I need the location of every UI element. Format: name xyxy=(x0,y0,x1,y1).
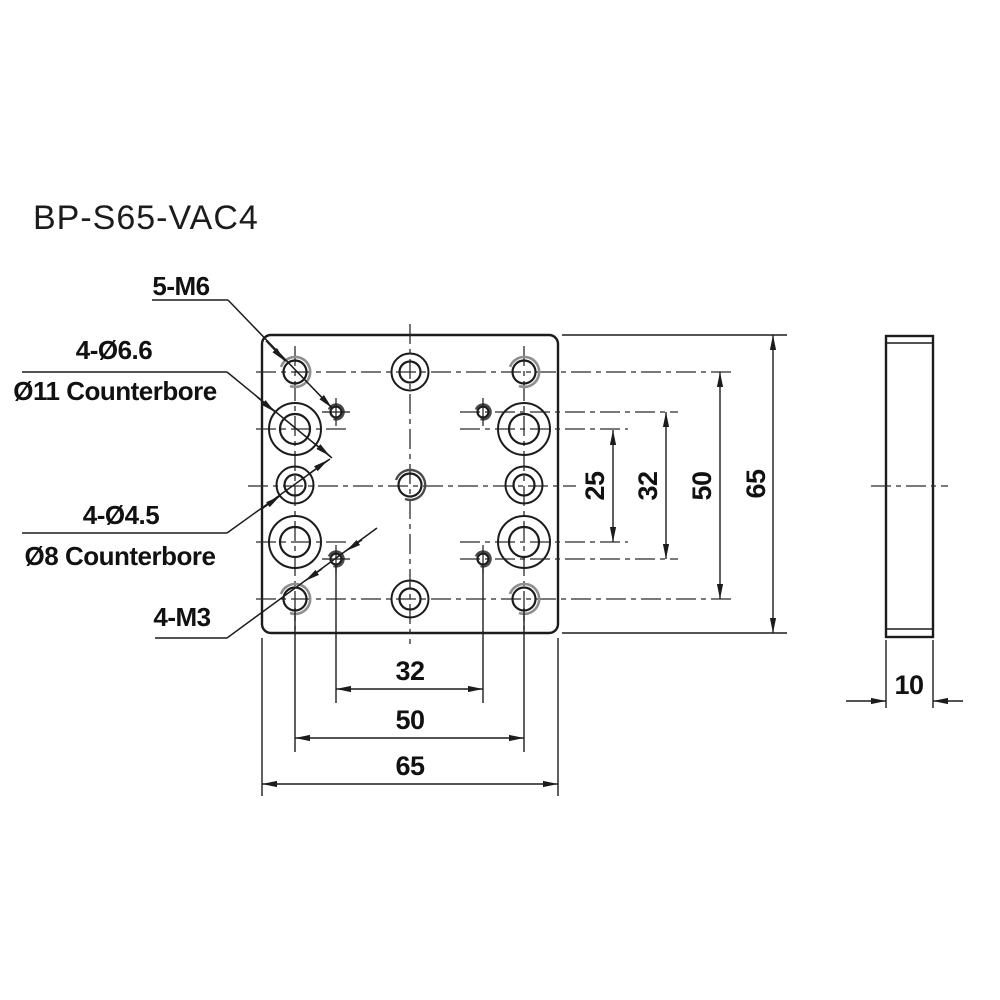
callout-cb8-qty-text: 4-Ø4.5 xyxy=(83,500,160,530)
cb11-holes xyxy=(268,402,551,569)
dim-text-65h: 65 xyxy=(395,751,425,781)
callout-cb11-qty-text: 4-Ø6.6 xyxy=(76,335,153,365)
part-number-title: BP-S65-VAC4 xyxy=(33,199,259,237)
side-view: 10 xyxy=(846,334,963,708)
callouts: 5-M6 4-Ø6.6 Ø11 Counterbore 4-Ø4.5 Ø8 Co… xyxy=(13,271,378,639)
callout-m6-text: 5-M6 xyxy=(152,271,209,301)
vertical-dimensions: 25 32 50 65 xyxy=(562,334,787,634)
dim-text-thickness: 10 xyxy=(894,670,923,700)
side-edge-lines xyxy=(886,342,933,630)
dim-text-65v: 65 xyxy=(741,469,771,499)
callout-cb11-bore-text: Ø11 Counterbore xyxy=(13,376,216,406)
dim-text-25: 25 xyxy=(580,471,610,501)
horizontal-dimensions: 32 50 65 xyxy=(261,566,559,796)
dim-text-32h: 32 xyxy=(395,656,424,686)
callout-cb8-bore-text: Ø8 Counterbore xyxy=(25,541,216,571)
cb8-holes xyxy=(275,352,544,619)
dim-text-50v: 50 xyxy=(687,471,717,500)
dim-text-32v: 32 xyxy=(633,471,663,500)
front-view xyxy=(248,324,733,644)
m3-tapped-holes xyxy=(322,398,492,573)
callout-m3-text: 4-M3 xyxy=(153,602,210,632)
dim-text-50h: 50 xyxy=(395,705,424,735)
